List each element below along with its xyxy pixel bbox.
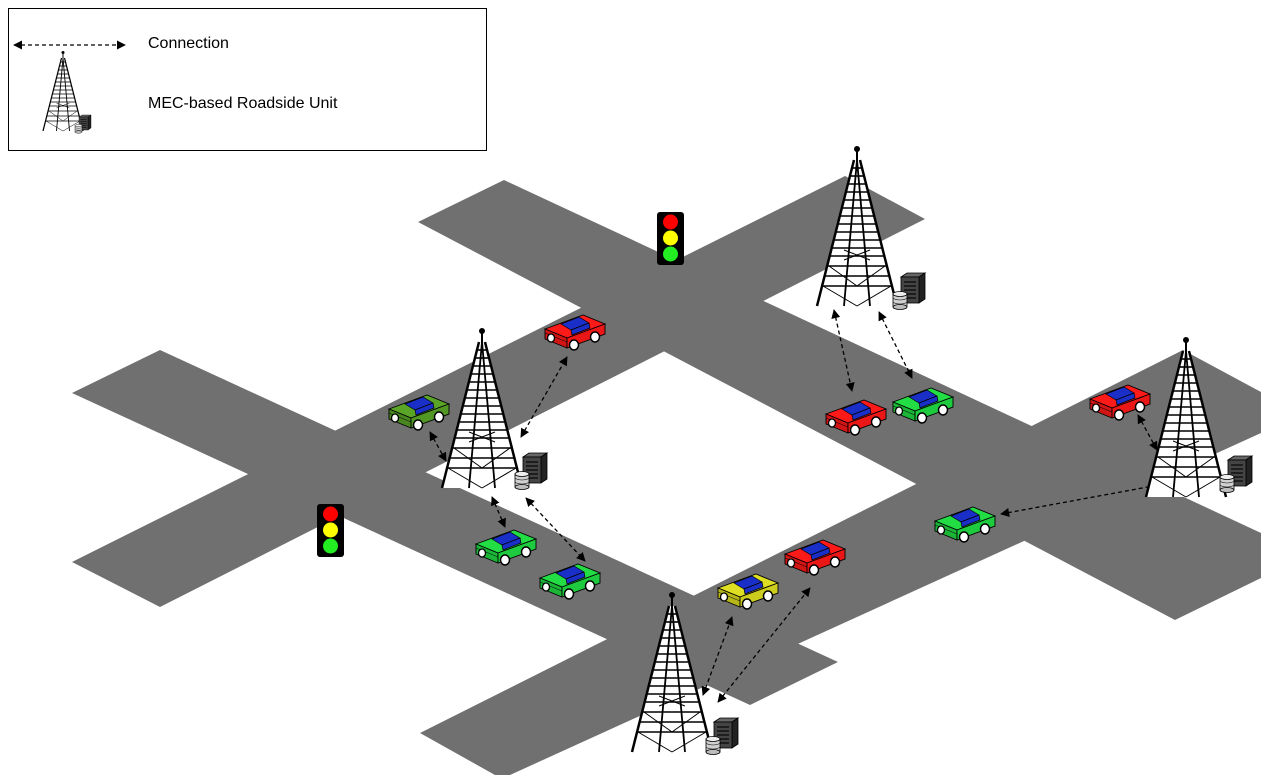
link-rsu2-car4 (525, 497, 586, 562)
server-rack-icon (1219, 455, 1253, 494)
legend: Connection MEC-based Roadside Unit (8, 8, 487, 151)
road-south (420, 350, 1261, 775)
link-rsu2-car1 (429, 431, 447, 462)
link-rsu2-car2 (520, 356, 568, 438)
traffic-light-north (657, 212, 684, 265)
link-rsu4-car10 (717, 587, 811, 703)
legend-icons (13, 40, 126, 134)
connection-links (429, 309, 1165, 703)
server-rack-icon (705, 717, 739, 756)
link-rsu1-car6 (878, 311, 913, 379)
legend-rsu-label: MEC-based Roadside Unit (148, 95, 338, 112)
traffic-light-west (317, 504, 344, 557)
link-rsu2-car3 (491, 496, 506, 528)
server-rack-icon (514, 452, 548, 491)
server-rack-icon (892, 272, 926, 311)
road-west (72, 350, 838, 705)
legend-connection-label: Connection (148, 35, 229, 52)
lattice-tower-icon (42, 50, 84, 132)
